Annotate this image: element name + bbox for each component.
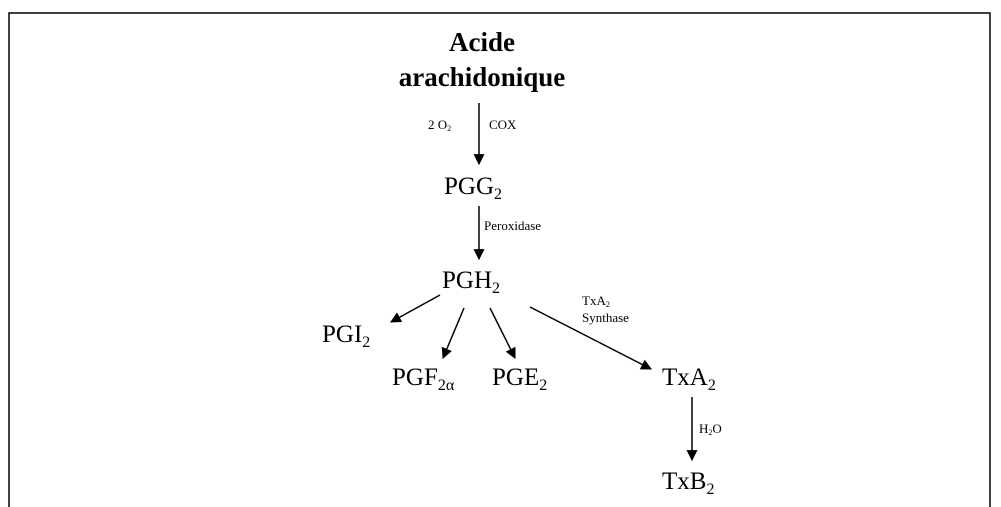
compound-pgh2: PGH2 [442, 267, 501, 297]
figure-border [8, 12, 991, 507]
compound-pge2: PGE2 [492, 364, 548, 394]
label-cox: COX [489, 117, 517, 132]
label-peroxidase: Peroxidase [484, 218, 542, 233]
compound-pgi2: PGI2 [322, 321, 371, 351]
compound-txb2: TxB2 [662, 468, 715, 498]
compound-pgf2a: PGF2α [392, 364, 455, 394]
title-line-1: Acide [449, 27, 515, 57]
arrow-to-pge2 [489, 307, 516, 359]
arrow-to-pgf2a [441, 307, 465, 360]
arrow-to-pgi2 [390, 294, 441, 323]
compound-txa2: TxA2 [662, 364, 716, 394]
label-txa2-synthase: TxA2 Synthase [582, 293, 629, 325]
compound-pgg2: PGG2 [444, 173, 503, 203]
acide-arachidonique-title: Acide arachidonique [332, 29, 632, 91]
label-h2o: H2O [699, 421, 722, 437]
title-line-2: arachidonique [398, 62, 566, 92]
arrow-to-txa2 [529, 306, 652, 370]
label-2-o2: 2 O2 [428, 117, 452, 133]
